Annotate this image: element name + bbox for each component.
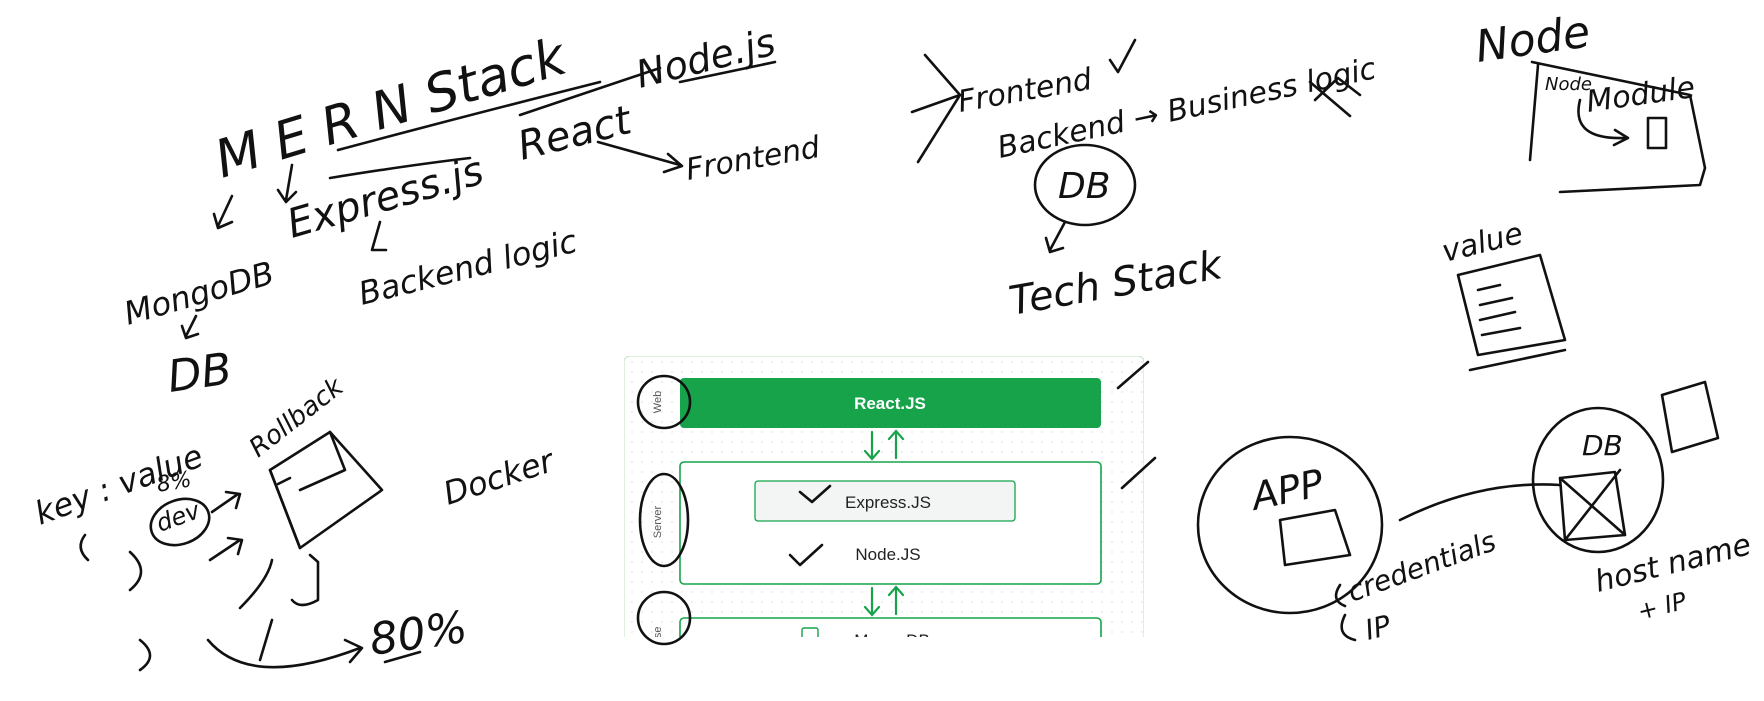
dev-circle-sketch bbox=[149, 497, 211, 547]
server-layer: Server Express.JS Node.JS bbox=[652, 461, 1102, 585]
mongodb-label: MongoDB bbox=[854, 631, 930, 650]
note-mongodb: MongoDB bbox=[120, 254, 278, 333]
note-node-js: Node.js bbox=[632, 20, 780, 97]
note-mern-stack: M E R N Stack bbox=[208, 26, 574, 190]
note-backend-logic: Backend logic bbox=[355, 222, 581, 313]
db-circle-sketch bbox=[1033, 143, 1137, 227]
layer-label-server: Server bbox=[652, 505, 664, 538]
note-dev: dev bbox=[152, 496, 204, 538]
express-js-label: Express.JS bbox=[845, 493, 931, 512]
note-react: React bbox=[513, 97, 637, 170]
db-right-circle-sketch bbox=[1531, 406, 1665, 554]
note-percent-top: 8% bbox=[155, 467, 194, 498]
node-js-label: Node.JS bbox=[855, 545, 920, 564]
server-box bbox=[679, 461, 1102, 585]
module-file-icon bbox=[1646, 116, 1668, 150]
mongodb-box bbox=[679, 617, 1102, 637]
mern-architecture-diagram: Web React.JS Server Express.JS Node.JS bbox=[624, 356, 1144, 673]
note-frontend-2: Frontend bbox=[955, 62, 1095, 120]
note-db-left: DB bbox=[164, 343, 235, 402]
app-circle-sketch bbox=[1196, 435, 1384, 615]
note-frontend-1: Frontend bbox=[683, 130, 823, 188]
web-server-arrows bbox=[863, 429, 905, 461]
note-ip-left: IP bbox=[1362, 609, 1394, 647]
note-ip-right: + IP bbox=[1635, 587, 1690, 626]
note-db-circle: DB bbox=[1058, 166, 1110, 207]
server-db-arrows bbox=[863, 585, 905, 617]
layer-label-database: Database bbox=[652, 626, 664, 673]
react-js-label: React.JS bbox=[854, 394, 926, 413]
note-db-right: DB bbox=[1582, 429, 1623, 462]
note-credentials: credentials bbox=[1343, 524, 1500, 608]
note-app: APP bbox=[1245, 461, 1327, 520]
note-rollback: Rollback bbox=[244, 371, 350, 463]
database-icon bbox=[801, 627, 819, 637]
note-node-module-small: Node bbox=[1545, 74, 1592, 95]
web-layer: Web React.JS bbox=[652, 378, 1101, 428]
note-tech-stack: Tech Stack bbox=[1006, 242, 1227, 325]
note-percent-bottom: 80% bbox=[366, 602, 470, 666]
layer-label-web: Web bbox=[652, 391, 664, 413]
express-js-box bbox=[754, 480, 1016, 522]
react-js-box bbox=[680, 378, 1101, 428]
database-layer: Database MongoDB bbox=[652, 617, 1102, 673]
note-docker: Docker bbox=[439, 441, 560, 513]
